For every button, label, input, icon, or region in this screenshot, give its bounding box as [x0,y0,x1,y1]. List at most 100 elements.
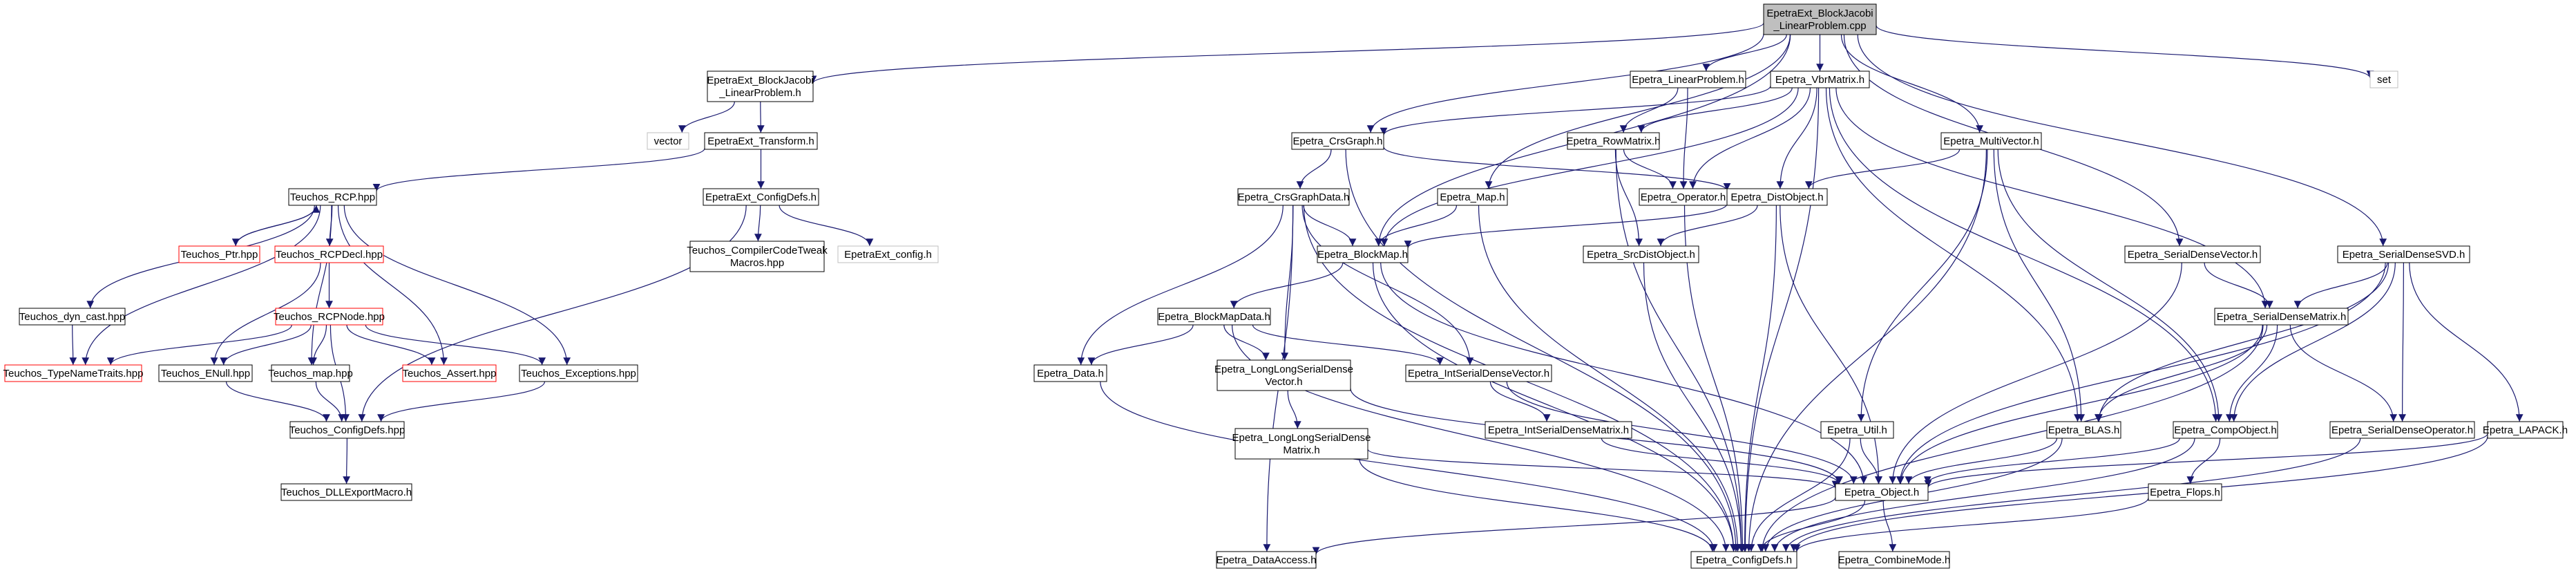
node-label: Vector.h [1265,376,1302,388]
node-label: Epetra_Flops.h [2150,487,2220,498]
node-isdv[interactable]: Epetra_IntSerialDenseVector.h [1405,364,1552,382]
node-map[interactable]: Epetra_Map.h [1437,188,1508,206]
node-blockmapdata[interactable]: Epetra_BlockMapData.h [1157,308,1271,326]
node-crsgraphdata[interactable]: Epetra_CrsGraphData.h [1237,188,1350,206]
node-label: Teuchos_ConfigDefs.hpp [289,424,406,436]
edge-vbrmatrix-to-distobject [1776,87,1817,189]
node-label: EpetraExt_Transform.h [707,135,814,147]
node-rcpdecl[interactable]: Teuchos_RCPDecl.hpp [274,245,384,263]
node-lapack[interactable]: Epetra_LAPACK.h [2483,421,2568,439]
node-transform[interactable]: EpetraExt_Transform.h [704,132,818,150]
node-label: Epetra_SerialDenseSVD.h [2343,249,2465,261]
node-label: Epetra_CompObject.h [2174,424,2276,436]
edge-rcpdecl-to-enull [210,262,321,366]
node-box [1405,364,1552,382]
edge-vbrmatrix-to-blockmap [1380,87,1799,247]
node-typename[interactable]: Teuchos_TypeNameTraits.hpp [3,364,144,382]
edge-flops-to-configdefs [1793,497,2149,552]
node-box [1940,132,2042,150]
node-box [1835,483,1929,501]
edge-blockmapdata-to-data [1087,324,1194,366]
node-label: Teuchos_TypeNameTraits.hpp [3,368,144,379]
node-combine[interactable]: Epetra_CombineMode.h [1838,551,1951,569]
node-util[interactable]: Epetra_Util.h [1820,421,1894,439]
edge-lapack-to-object [1924,433,2488,488]
node-sdvector[interactable]: Epetra_SerialDenseVector.h [2124,245,2261,263]
node-sdmatrix[interactable]: Epetra_SerialDenseMatrix.h [2214,308,2349,326]
node-box [1317,245,1409,263]
node-dllexport[interactable]: Teuchos_DLLExportMacro.h [280,483,412,501]
node-label: vector [654,135,683,147]
node-rcpnode[interactable]: Teuchos_RCPNode.hpp [274,308,385,326]
edge-isdv-to-isdm [1489,381,1551,422]
node-blockmap[interactable]: Epetra_BlockMap.h [1317,245,1409,263]
edge-sdsvd-to-sdmatrix [2293,262,2388,309]
node-box [19,308,126,326]
node-box [1291,132,1384,150]
edge-object-to-combine [1882,500,1897,552]
node-tconfig[interactable]: Teuchos_ConfigDefs.hpp [289,421,406,439]
node-isdm[interactable]: Epetra_IntSerialDenseMatrix.h [1485,421,1632,439]
node-label: Epetra_DataAccess.h [1216,554,1316,566]
node-label: Epetra_BLAS.h [2048,424,2119,436]
node-distobject[interactable]: Epetra_DistObject.h [1726,188,1828,206]
edge-multivector-to-configdefs [1745,149,1987,552]
node-extconfig[interactable]: EpetraExt_ConfigDefs.h [703,188,819,206]
node-srcdist[interactable]: Epetra_SrcDistObject.h [1583,245,1699,263]
node-sdsvd[interactable]: Epetra_SerialDenseSVD.h [2337,245,2470,263]
node-operator[interactable]: Epetra_Operator.h [1639,188,1728,206]
node-label: Macros.hpp [730,257,784,269]
node-crsgraph[interactable]: Epetra_CrsGraph.h [1291,132,1384,150]
node-assert[interactable]: Teuchos_Assert.hpp [402,364,497,382]
edge-blas-to-object [1905,438,2058,485]
node-rcp[interactable]: Teuchos_RCP.hpp [288,188,377,206]
node-enull[interactable]: Teuchos_ENull.hpp [158,364,253,382]
node-label: Epetra_RowMatrix.h [1567,135,1661,147]
node-compobject[interactable]: Epetra_CompObject.h [2173,421,2278,439]
node-object[interactable]: Epetra_Object.h [1835,483,1929,501]
edge-blockmapdata-to-llsdv [1223,324,1270,361]
node-exceptions[interactable]: Teuchos_Exceptions.hpp [519,364,638,382]
node-box [1726,188,1828,206]
edge-multivector-to-compobject [1997,149,2223,422]
node-ptr[interactable]: Teuchos_Ptr.hpp [178,245,260,263]
node-configdefs[interactable]: Epetra_ConfigDefs.h [1690,551,1797,569]
node-box [1770,71,1870,88]
edge-crsgraph-to-crsgraphdata [1296,149,1332,189]
node-box [689,241,825,272]
node-box [1690,551,1797,569]
node-vbrmatrix[interactable]: Epetra_VbrMatrix.h [1770,71,1870,88]
node-data[interactable]: Epetra_Data.h [1033,364,1107,382]
edge-lapack-to-configdefs [1790,436,2488,552]
edge-rcpnode-to-assert [346,324,436,366]
edge-distobject-to-object [1780,205,1883,485]
node-dyncast[interactable]: Teuchos_dyn_cast.hpp [19,308,126,326]
node-linprob[interactable]: Epetra_LinearProblem.h [1630,71,1746,88]
node-tmap[interactable]: Teuchos_map.hpp [268,364,353,382]
node-sdoperator[interactable]: Epetra_SerialDenseOperator.h [2329,421,2475,439]
node-blas[interactable]: Epetra_BLAS.h [2046,421,2121,439]
edge-sdvector-to-sdmatrix [2204,262,2273,309]
node-bjlp_h[interactable]: EpetraExt_BlockJacobi_LinearProblem.h [707,71,814,102]
node-dataaccess[interactable]: Epetra_DataAccess.h [1216,551,1317,569]
edge-multivector-to-blas [1993,149,2086,422]
node-box [519,364,638,382]
edge-distobject-to-configdefs [1741,205,1777,552]
edge-sdmatrix-to-sdoperator [2289,324,2398,422]
node-multivector[interactable]: Epetra_MultiVector.h [1940,132,2042,150]
node-rowmatrix[interactable]: Epetra_RowMatrix.h [1567,132,1661,150]
edge-blockmapdata-to-isdv [1252,324,1444,366]
node-flops[interactable]: Epetra_Flops.h [2148,483,2222,501]
edge-crsgraphdata-to-isdv [1301,205,1474,366]
node-box [1763,3,1877,35]
node-label: Epetra_LAPACK.h [2483,424,2568,436]
node-label: Teuchos_RCP.hpp [290,191,375,203]
edge-isdv-to-object [1506,381,1858,485]
header-nodes: EpetraExt_BlockJacobi_LinearProblem.cppE… [3,3,2568,569]
edge-sdmatrix-to-configdefs [1758,324,2264,552]
node-box [1234,428,1368,460]
node-label: Teuchos_CompilerCodeTweak [687,245,828,256]
